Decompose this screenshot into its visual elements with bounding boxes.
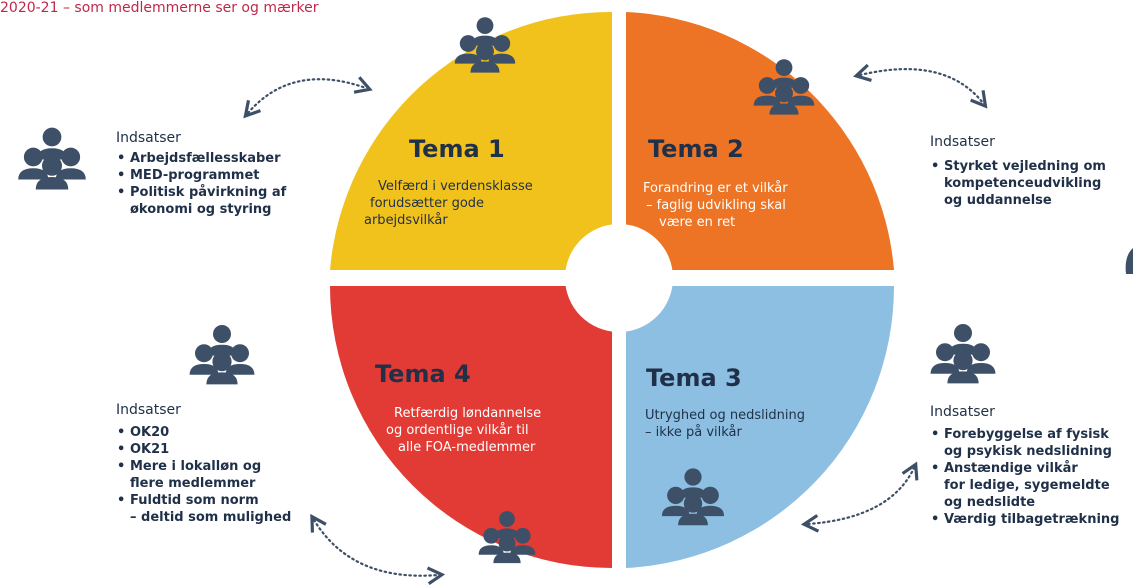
- side-panel-list: Styrket vejledning omkompetenceudvikling…: [930, 158, 1106, 209]
- people-group-icon: [18, 127, 86, 190]
- tema4-line: og ordentlige vilkår til: [386, 423, 529, 438]
- list-item: Fuldtid som norm– deltid som mulighed: [116, 492, 291, 526]
- tema4-line: alle FOA-medlemmer: [398, 440, 536, 455]
- tema2-description: Forandring er et vilkår – faglig udvikli…: [643, 180, 788, 231]
- tema1-quadrant: [330, 11, 612, 271]
- list-item: Styrket vejledning omkompetenceudvikling…: [930, 158, 1106, 209]
- tema3-line: – ikke på vilkår: [645, 425, 742, 440]
- center-circle: [565, 224, 673, 332]
- tema4-quadrant: [330, 286, 612, 568]
- side-panel-title: Indsatser: [116, 402, 181, 418]
- header-subtitle: 2020-21 – som medlemmerne ser og mærker: [0, 0, 319, 16]
- list-item: Arbejdsfællesskaber: [116, 150, 286, 167]
- tema3-line: Utryghed og nedslidning: [645, 408, 805, 423]
- tema2-quadrant: [626, 12, 894, 270]
- dotted-curved-arrow-icon: [310, 513, 446, 586]
- tema1-line: forudsætter gode: [370, 196, 485, 211]
- side-panel-title: Indsatser: [930, 404, 995, 420]
- side-panel-top-right: Indsatser Styrket vejledning omkompetenc…: [930, 134, 1106, 209]
- list-item: Værdig tilbagetrækning: [930, 511, 1119, 528]
- tema2-line: – faglig udvikling skal: [646, 198, 786, 213]
- tema4-line: Retfærdig løndannelse: [394, 406, 542, 421]
- tema3-description: Utryghed og nedslidning – ikke på vilkår: [645, 407, 805, 441]
- dotted-curved-arrow-icon: [243, 76, 373, 119]
- list-item: MED-programmet: [116, 167, 286, 184]
- side-panel-bottom-left: Indsatser OK20 OK21 Mere i lokalløn ogfl…: [116, 402, 291, 526]
- tema1-line: arbejdsvilkår: [364, 213, 448, 228]
- side-panel-title: Indsatser: [116, 130, 181, 146]
- people-group-icon: [189, 325, 255, 385]
- list-item: OK20: [116, 424, 291, 441]
- tema1-description: Velfærd i verdensklasse forudsætter gode…: [364, 178, 533, 229]
- list-item: OK21: [116, 441, 291, 458]
- tema2-title: Tema 2: [648, 135, 744, 163]
- tema2-line: Forandring er et vilkår: [643, 181, 788, 196]
- tema2-line: være en ret: [659, 215, 736, 230]
- tema1-title: Tema 1: [409, 135, 505, 163]
- tema3-title: Tema 3: [646, 364, 742, 392]
- people-group-icon: [930, 324, 996, 384]
- side-panel-list: Arbejdsfællesskaber MED-programmet Polit…: [116, 150, 286, 218]
- side-panel-title: Indsatser: [930, 134, 995, 150]
- dotted-curved-arrow-icon: [853, 63, 988, 109]
- dotted-curved-arrow-icon: [800, 461, 919, 533]
- edge-fragment: [1125, 248, 1133, 274]
- tema1-line: Velfærd i verdensklasse: [378, 179, 533, 194]
- tema4-title: Tema 4: [375, 360, 471, 388]
- tema4-description: Retfærdig løndannelse og ordentlige vilk…: [386, 405, 541, 456]
- side-panel-top-left: Indsatser Arbejdsfællesskaber MED-progra…: [116, 130, 286, 218]
